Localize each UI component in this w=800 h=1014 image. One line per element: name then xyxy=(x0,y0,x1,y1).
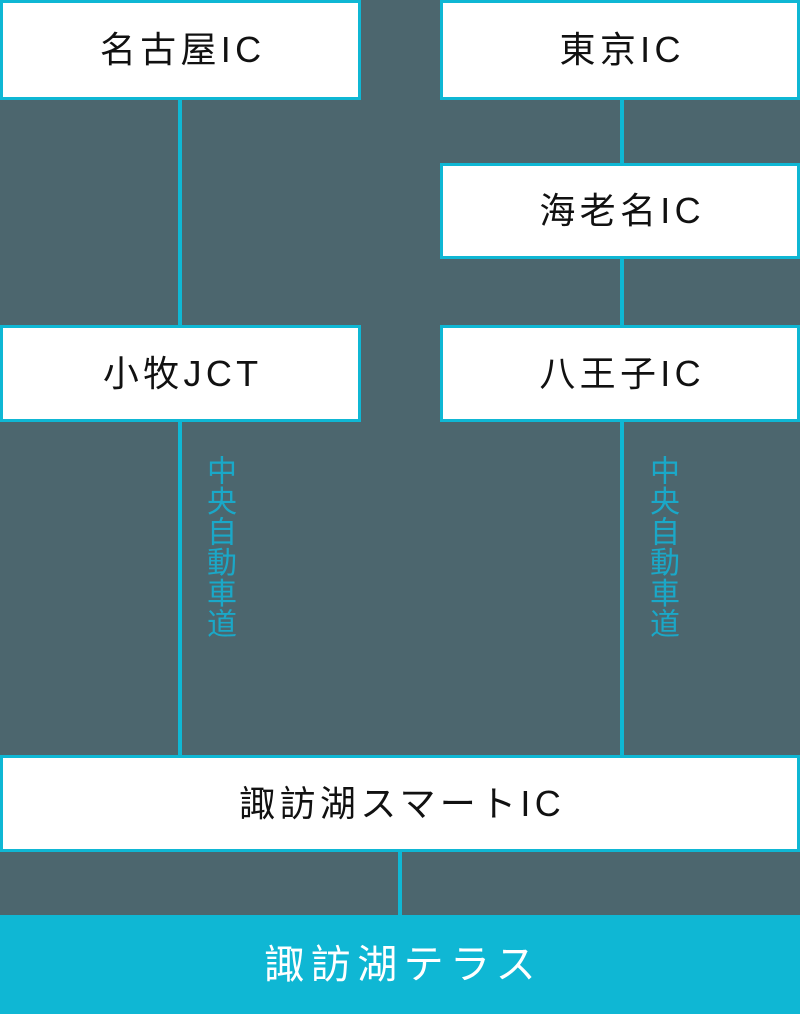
route-label-left-chuo-expressway: 中央自動車道 xyxy=(202,455,235,639)
destination-label: 諏訪湖テラス xyxy=(264,942,542,987)
node-label: 名古屋IC xyxy=(99,29,266,70)
node-label: 八王子IC xyxy=(539,352,705,394)
connector-komaki-to-suwako xyxy=(178,422,182,755)
node-komaki-jct: 小牧JCT xyxy=(0,325,361,422)
node-label: 小牧JCT xyxy=(102,352,263,394)
connector-nagoya-to-komaki xyxy=(178,100,182,325)
node-label: 東京IC xyxy=(559,29,685,70)
node-suwako-smart-ic: 諏訪湖スマートIC xyxy=(0,755,800,852)
route-label-right-chuo-expressway: 中央自動車道 xyxy=(645,455,678,639)
connector-tokyo-to-ebina xyxy=(620,100,624,163)
destination-bar-suwako-terrace: 諏訪湖テラス xyxy=(0,915,800,1014)
node-label: 諏訪湖スマートIC xyxy=(239,782,566,824)
node-nagoya-ic: 名古屋IC xyxy=(0,0,361,100)
connector-ebina-to-hachioji xyxy=(620,259,624,325)
node-tokyo-ic: 東京IC xyxy=(440,0,800,100)
connector-hachioji-to-suwako xyxy=(620,422,624,755)
node-ebina-ic: 海老名IC xyxy=(440,163,800,259)
node-label: 海老名IC xyxy=(539,190,705,231)
node-hachioji-ic: 八王子IC xyxy=(440,325,800,422)
connector-suwako-to-destination xyxy=(398,852,402,915)
